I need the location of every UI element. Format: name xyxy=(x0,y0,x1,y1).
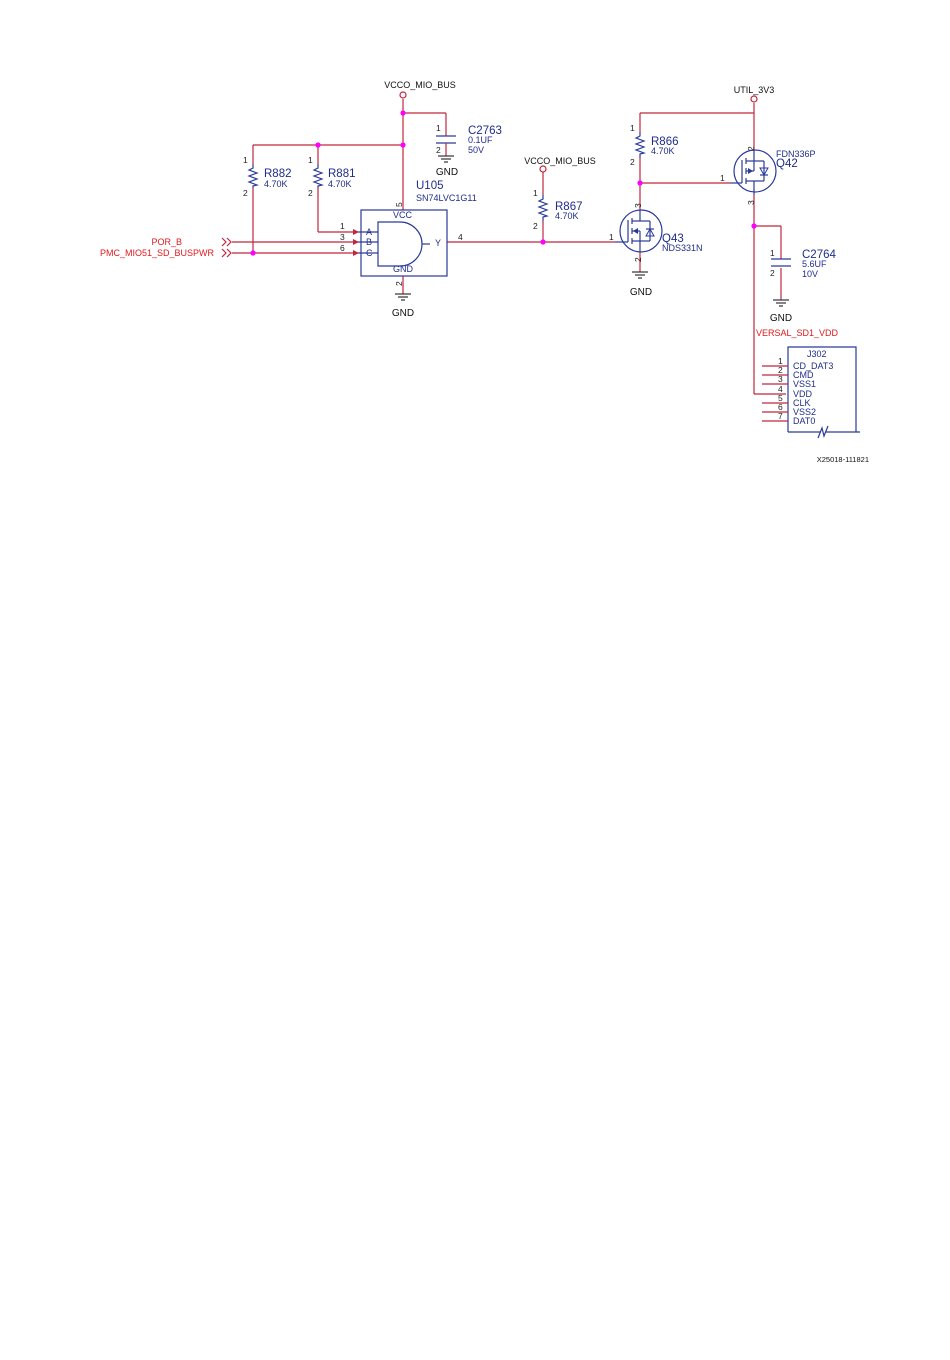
pin-number: 1 xyxy=(243,155,248,165)
pin-name-c: C xyxy=(366,248,373,258)
net-label-vcco-mio-bus: VCCO_MIO_BUS xyxy=(384,80,456,90)
net-label-util-3v3: UTIL_3V3 xyxy=(734,85,775,95)
resistor-r866: 1 2 R866 4.70K xyxy=(630,123,679,167)
pin-number: 4 xyxy=(778,384,783,394)
part-number: NDS331N xyxy=(662,243,703,253)
part-number: SN74LVC1G11 xyxy=(416,193,477,203)
wires xyxy=(232,99,786,395)
pin-number: 6 xyxy=(340,243,345,253)
component-value: 5.6UF xyxy=(802,259,827,269)
resistor-r881: 1 2 R881 4.70K xyxy=(308,155,356,198)
pin-number: 1 xyxy=(308,155,313,165)
pin-number: 1 xyxy=(340,221,345,231)
voltage-rating: 50V xyxy=(468,145,484,155)
power-port-vcco-mid: VCCO_MIO_BUS xyxy=(524,156,596,173)
pin-number: 2 xyxy=(633,257,643,262)
gnd-label: GND xyxy=(770,313,792,324)
pin-number: 2 xyxy=(436,145,441,155)
ref-designator: C2763 xyxy=(468,125,502,137)
pin-number: 2 xyxy=(394,281,404,286)
pin-number: 1 xyxy=(533,188,538,198)
pin-number: 1 xyxy=(720,173,725,183)
component-value: 0.1UF xyxy=(468,135,493,145)
pin-name: CLK xyxy=(793,398,811,408)
pin-name-b: B xyxy=(366,237,372,247)
gnd-label: GND xyxy=(630,287,652,298)
pin-name: VDD xyxy=(793,389,813,399)
ref-designator: R881 xyxy=(328,168,356,180)
pin-number: 3 xyxy=(778,374,783,384)
ground-symbol-u105: GND xyxy=(392,293,414,319)
pin-number: 5 xyxy=(394,202,404,207)
power-port-vcco-left: VCCO_MIO_BUS xyxy=(384,80,456,99)
ref-designator: U105 xyxy=(416,180,444,192)
net-label-vcco-mio-bus: VCCO_MIO_BUS xyxy=(524,156,596,166)
component-value: 4.70K xyxy=(328,179,352,189)
pin-number: 3 xyxy=(633,203,643,208)
pin-number: 4 xyxy=(458,232,463,242)
input-port-pmc-mio51: PMC_MIO51_SD_BUSPWR xyxy=(100,248,232,258)
pin-number: 5 xyxy=(778,393,783,403)
pin-number: 1 xyxy=(609,232,614,242)
pin-number: 6 xyxy=(778,402,783,412)
part-number: FDN336P xyxy=(776,149,816,159)
capacitor-c2763: 1 2 C2763 0.1UF 50V xyxy=(436,123,502,155)
component-value: 4.70K xyxy=(651,146,675,156)
ref-designator: Q43 xyxy=(662,233,684,245)
figure-id: X25018-111821 xyxy=(817,455,869,464)
connector-j302: J302 1 2 3 4 5 6 7 CD_DAT3 CMD VSS1 VDD … xyxy=(762,346,860,439)
component-value: 4.70K xyxy=(264,179,288,189)
ref-designator: C2764 xyxy=(802,249,836,261)
pin-number: 2 xyxy=(308,188,313,198)
pin-name-vcc: VCC xyxy=(393,210,413,220)
pin-name-a: A xyxy=(366,227,372,237)
mosfet-q43: 1 3 2 Q43 NDS331N xyxy=(609,203,703,262)
pin-number: 2 xyxy=(243,188,248,198)
pin-name-gnd: GND xyxy=(393,264,414,274)
pin-number: 7 xyxy=(778,411,783,421)
pin-number: 2 xyxy=(533,221,538,231)
ref-designator: Q42 xyxy=(776,158,798,170)
ground-symbol-c2763: GND xyxy=(436,150,458,178)
mosfet-q42: 1 2 3 Q42 FDN336P xyxy=(720,145,816,205)
gnd-label: GND xyxy=(436,167,458,178)
junction-dots xyxy=(250,110,757,256)
ic-u105: VCC GND A B C Y 1 3 6 4 5 2 U105 SN74LVC… xyxy=(340,180,477,286)
pin-name-y: Y xyxy=(435,238,441,248)
pin-name: VSS1 xyxy=(793,379,816,389)
power-port-util-3v3: UTIL_3V3 xyxy=(734,85,775,103)
ref-designator: J302 xyxy=(807,349,827,359)
net-label-por-b: POR_B xyxy=(151,237,182,247)
resistor-r867: 1 2 R867 4.70K xyxy=(533,188,583,231)
pin-number: 1 xyxy=(436,123,441,133)
pin-number: 1 xyxy=(770,248,775,258)
pin-number: 2 xyxy=(630,157,635,167)
gnd-label: GND xyxy=(392,308,414,319)
ref-designator: R867 xyxy=(555,201,583,213)
capacitor-c2764: 1 2 C2764 5.6UF 10V xyxy=(770,248,836,279)
net-label-pmc-mio51-sd-buspwr: PMC_MIO51_SD_BUSPWR xyxy=(100,248,215,258)
pin-number: 1 xyxy=(778,356,783,366)
pin-number: 3 xyxy=(746,200,756,205)
pin-number: 1 xyxy=(630,123,635,133)
pin-name: CD_DAT3 xyxy=(793,361,833,371)
pin-name: CMD xyxy=(793,370,814,380)
resistor-r882: 1 2 R882 4.70K xyxy=(243,155,292,198)
ground-symbol-c2764: GND xyxy=(770,299,792,324)
pin-name: VSS2 xyxy=(793,407,816,417)
pin-number: 2 xyxy=(778,365,783,375)
ground-symbol-q43: GND xyxy=(630,271,652,298)
pin-number: 2 xyxy=(770,268,775,278)
pin-number: 3 xyxy=(340,232,345,242)
ref-designator: R882 xyxy=(264,168,292,180)
component-value: 4.70K xyxy=(555,211,579,221)
pin-number: 2 xyxy=(746,146,756,151)
input-port-por-b: POR_B xyxy=(151,237,232,247)
pin-name: DAT0 xyxy=(793,416,815,426)
ref-designator: R866 xyxy=(651,136,679,148)
voltage-rating: 10V xyxy=(802,269,818,279)
net-label-versal-sd1-vdd: VERSAL_SD1_VDD xyxy=(756,328,839,338)
